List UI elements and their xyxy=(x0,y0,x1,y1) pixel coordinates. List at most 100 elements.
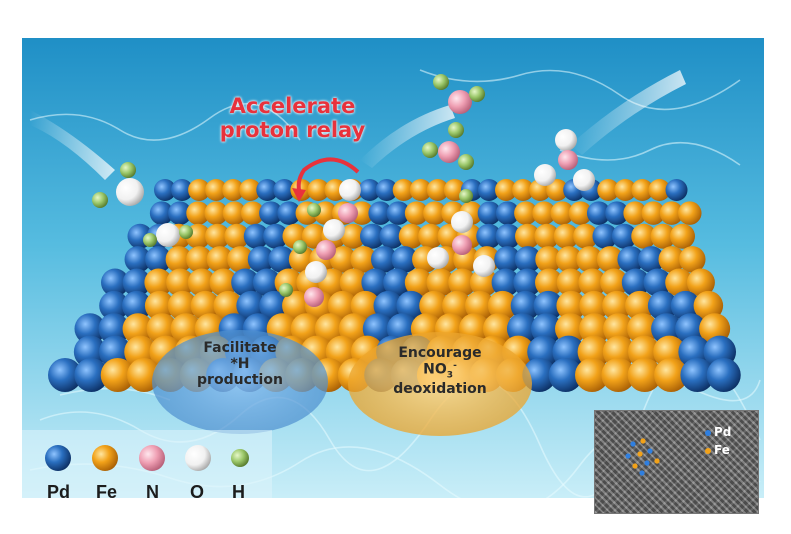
pd-atom xyxy=(706,358,741,392)
facilitate-h-region xyxy=(152,330,328,434)
pd-atom xyxy=(548,358,583,392)
pd-atom xyxy=(256,179,279,201)
pd-atom xyxy=(360,223,385,249)
pd-atom xyxy=(477,201,502,225)
pd-atom xyxy=(514,246,542,273)
h-atom xyxy=(458,154,474,170)
h-atom xyxy=(120,162,136,178)
fe-atom xyxy=(670,223,695,249)
legend-n-atom xyxy=(139,445,165,471)
fe-atom xyxy=(404,201,429,225)
fe-atom xyxy=(418,223,444,249)
legend-h-label: H xyxy=(232,482,245,502)
fe-atom xyxy=(535,268,563,297)
facilitate-label: Facilitate *H production xyxy=(165,340,315,388)
pd-atom xyxy=(48,358,82,392)
pd-atom xyxy=(122,290,152,321)
pd-atom xyxy=(621,268,650,297)
pd-atom xyxy=(637,246,665,273)
pd-atom xyxy=(263,223,289,249)
pd-atom xyxy=(680,358,715,392)
fe-atom xyxy=(166,268,195,297)
n-atom xyxy=(338,203,358,223)
h-atom xyxy=(179,225,193,239)
fe-atom xyxy=(222,201,247,225)
pd-atom xyxy=(368,201,392,225)
fe-atom xyxy=(576,246,603,273)
fe-atom xyxy=(602,290,632,321)
inset-fe-dot xyxy=(632,463,638,469)
legend-n-label: N xyxy=(146,482,159,502)
legend-fe-atom xyxy=(92,445,118,471)
fe-atom xyxy=(579,290,609,321)
pd-atom xyxy=(247,246,275,273)
pd-atom xyxy=(273,179,296,201)
fe-atom xyxy=(209,268,238,297)
fe-atom xyxy=(650,223,676,249)
fe-atom xyxy=(327,290,358,321)
fe-atom xyxy=(222,179,245,201)
fe-atom xyxy=(204,201,228,225)
o-atom xyxy=(305,261,327,283)
fe-atom xyxy=(224,223,250,249)
pd-atom xyxy=(74,358,109,392)
encourage-line-2: NO3- xyxy=(365,361,515,381)
pd-atom xyxy=(533,290,564,321)
facilitate-line-3: production xyxy=(197,372,283,389)
legend-fe-label: Fe xyxy=(96,482,118,502)
fe-atom xyxy=(423,201,447,225)
encourage-sup: - xyxy=(453,361,457,372)
pd-atom xyxy=(124,246,152,273)
fe-atom xyxy=(631,179,654,201)
h-atom xyxy=(92,192,108,208)
n-atom xyxy=(438,141,460,163)
fe-atom xyxy=(409,179,432,201)
accelerate-proton-relay-title: Accelerate proton relay xyxy=(200,94,385,142)
inset-atom-markers xyxy=(625,430,711,476)
o-atom xyxy=(427,247,449,269)
fe-atom xyxy=(419,290,449,321)
fe-atom xyxy=(205,179,228,201)
fe-atom xyxy=(534,223,560,249)
pd-atom xyxy=(513,268,542,297)
o-atom xyxy=(339,179,361,201)
fe-atom xyxy=(665,268,694,297)
title-line-2: proton relay xyxy=(219,118,366,143)
fe-atom xyxy=(512,179,535,201)
fe-atom xyxy=(329,246,357,273)
legend-h-atom xyxy=(231,449,249,467)
fe-atom xyxy=(426,268,455,297)
fe-atom xyxy=(532,201,556,225)
pd-atom xyxy=(358,179,381,201)
n-atom xyxy=(304,287,324,307)
fe-atom xyxy=(627,358,662,392)
inset-fe-label: Fe xyxy=(714,443,730,457)
fe-atom xyxy=(144,268,173,297)
h-atom xyxy=(469,86,485,102)
legend-pd-label: Pd xyxy=(47,482,71,502)
fe-atom xyxy=(654,358,689,392)
pd-atom xyxy=(236,290,266,321)
fe-atom xyxy=(100,358,135,392)
fe-atom xyxy=(614,179,637,201)
fe-atom xyxy=(227,246,254,273)
fe-atom xyxy=(579,313,611,345)
fe-atom xyxy=(515,223,540,249)
pd-atom xyxy=(491,268,520,297)
encourage-line-1: Encourage xyxy=(398,345,482,361)
pd-atom xyxy=(98,313,130,345)
pd-atom xyxy=(386,201,411,225)
pd-atom xyxy=(611,223,637,249)
title-line-1: Accelerate xyxy=(229,94,356,118)
h-atom xyxy=(293,240,307,254)
proton-relay-arrowhead xyxy=(292,188,306,202)
o-atom xyxy=(116,178,144,206)
o-atom xyxy=(156,223,180,247)
pd-atom xyxy=(375,179,398,201)
fe-atom xyxy=(601,358,636,392)
pd-atom xyxy=(243,223,269,249)
pd-atom xyxy=(259,290,289,321)
pd-atom xyxy=(99,290,129,321)
fe-atom xyxy=(186,246,213,273)
